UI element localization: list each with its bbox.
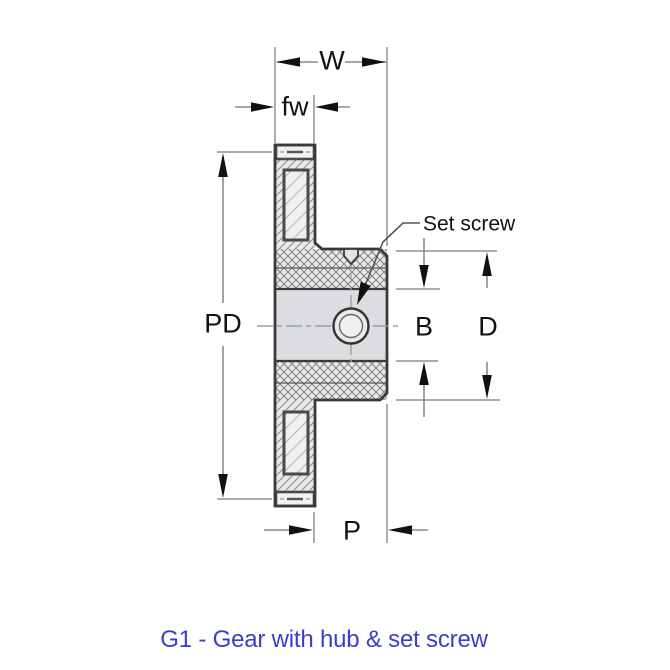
- dim-overall-width: [276, 57, 386, 67]
- dim-b-arrow-top: [419, 265, 429, 288]
- dim-b-arrow-bottom: [419, 362, 429, 385]
- dim-d-arrow-bottom: [482, 375, 492, 399]
- label-hub-projection: P: [342, 515, 362, 546]
- tooth-gap-bottom: [282, 410, 310, 476]
- dim-d-arrow-top: [482, 252, 492, 276]
- hub-wall-dividers: [275, 267, 387, 384]
- dim-bore: [419, 238, 429, 417]
- dim-w-arrow-right: [362, 57, 386, 67]
- label-overall-width: W: [319, 45, 345, 76]
- dim-hub-diameter: [482, 252, 492, 399]
- centerlines: [257, 247, 399, 362]
- gear-body: [273, 143, 389, 508]
- label-bore: B: [414, 311, 434, 342]
- caption: G1 - Gear with hub & set screw: [160, 626, 488, 653]
- dim-face-width: [235, 102, 350, 112]
- label-pitch-diameter: PD: [204, 308, 242, 339]
- label-set-screw: Set screw: [423, 212, 516, 236]
- label-hub-diameter: D: [478, 311, 498, 342]
- set-screw-hole-inner: [338, 313, 364, 339]
- set-screw-feature: [332, 248, 370, 345]
- part-outline: [273, 143, 389, 508]
- dim-w-arrow-left: [276, 57, 300, 67]
- dim-p-arrow-left: [289, 525, 313, 535]
- hub-band-top1: [275, 249, 387, 268]
- dim-p-arrow-right: [388, 525, 412, 535]
- dim-pitch-diameter: [218, 153, 228, 498]
- leader-line: [363, 222, 420, 289]
- tooth-gap-top: [282, 168, 310, 242]
- set-screw: [343, 248, 359, 266]
- extension-lines: [217, 47, 500, 543]
- hub-band-bottom2: [275, 383, 387, 400]
- dim-hub-projection: [264, 525, 428, 535]
- dim-fw-arrow-left: [251, 102, 274, 112]
- hub-band-top2: [275, 268, 387, 289]
- dim-fw-arrow-right: [315, 102, 338, 112]
- hub-band-bottom1: [275, 361, 387, 383]
- set-screw-leader: [357, 222, 420, 305]
- bore: [275, 289, 387, 361]
- label-face-width: fw: [281, 91, 309, 122]
- leader-arrowhead: [357, 281, 371, 305]
- dim-pd-arrow-bottom: [218, 474, 228, 498]
- dim-pd-arrow-top: [218, 153, 228, 177]
